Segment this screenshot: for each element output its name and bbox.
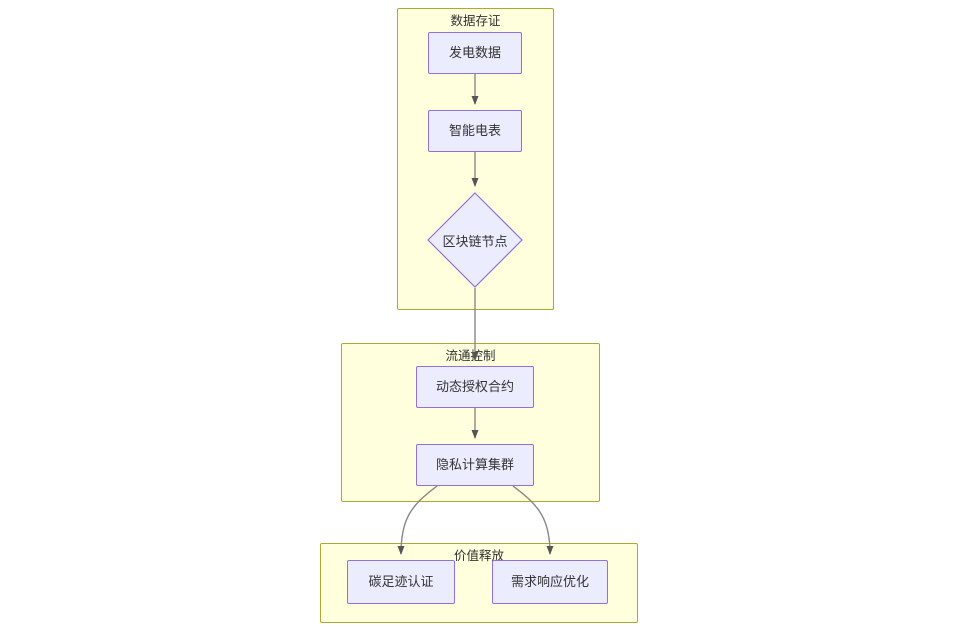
node-carbon-footprint-cert[interactable]: 碳足迹认证: [347, 560, 455, 604]
node-label-smart-meter: 智能电表: [448, 122, 501, 138]
node-label-carbon-footprint-cert: 碳足迹认证: [368, 573, 434, 589]
node-dynamic-auth-contract[interactable]: 动态授权合约: [416, 366, 534, 408]
node-demand-response-opt[interactable]: 需求响应优化: [492, 560, 608, 604]
diamond-shape-icon: [427, 192, 523, 288]
node-smart-meter[interactable]: 智能电表: [428, 110, 522, 152]
node-generation-data[interactable]: 发电数据: [428, 32, 522, 74]
node-label-demand-response-opt: 需求响应优化: [510, 573, 589, 589]
node-label-dynamic-auth-contract: 动态授权合约: [435, 378, 514, 394]
node-label-generation-data: 发电数据: [448, 44, 501, 60]
node-blockchain-node[interactable]: 区块链节点: [427, 192, 523, 288]
subgraph-title-data-attestation: 数据存证: [450, 14, 501, 28]
node-label-privacy-compute-cluster: 隐私计算集群: [435, 456, 514, 472]
node-label-blockchain-node: 区块链节点: [442, 233, 508, 249]
subgraph-title-value-release: 价值释放: [453, 549, 504, 563]
subgraph-title-circulation-control: 流通控制: [445, 349, 496, 363]
node-privacy-compute-cluster[interactable]: 隐私计算集群: [416, 444, 534, 486]
